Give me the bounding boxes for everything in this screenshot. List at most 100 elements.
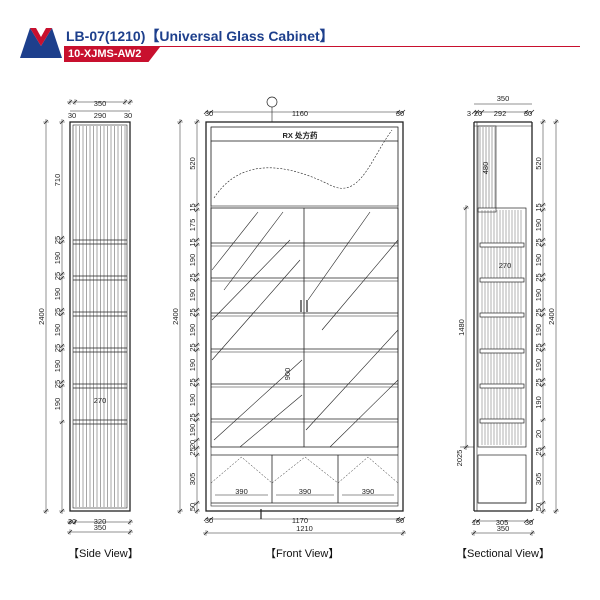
front-section-dim-label: 25 xyxy=(188,413,197,421)
dimension-tick xyxy=(479,109,485,115)
front-drawer-width-label: 390 xyxy=(299,487,312,496)
sect-section-dim-label: 25 xyxy=(534,308,543,316)
dimension-tick xyxy=(475,518,481,524)
sect-base-label: 2025 xyxy=(455,450,464,467)
side-section-dim-label: 190 xyxy=(53,324,62,337)
front-section-dim-label: 25 xyxy=(188,378,197,386)
front-section-dim-label: 15 xyxy=(188,238,197,246)
side-section-dim-label: 25 xyxy=(53,272,62,280)
front-glass-reflection xyxy=(211,211,259,271)
sect-section-dim-label: 15 xyxy=(534,203,543,211)
sect-inner-height-dim-label: 1480 xyxy=(457,319,466,336)
side-top-dim-label: 290 xyxy=(94,111,107,120)
front-wave-decoration xyxy=(213,129,393,199)
side-bottom-dim-label: 320 xyxy=(94,517,107,526)
front-section-dim-label: 520 xyxy=(188,157,197,170)
dimension-tick xyxy=(208,109,214,115)
front-drawer-swing xyxy=(337,456,399,484)
front-width-dim-label: 1210 xyxy=(296,524,313,533)
sect-upper-inner-label: 480 xyxy=(481,162,490,175)
side-top-dim-label: 30 xyxy=(68,111,76,120)
front-top-dim-label: 30 xyxy=(205,109,213,118)
side-shelf-depth-label: 270 xyxy=(94,396,107,405)
front-section-dim-label: 25 xyxy=(188,447,197,455)
front-drawer-width-label: 390 xyxy=(362,487,375,496)
sect-shelf xyxy=(479,348,525,354)
front-glass-reflection xyxy=(213,359,303,441)
sect-shelf-area xyxy=(477,207,527,448)
front-drawer-swing xyxy=(271,456,339,484)
front-section-dim-label: 305 xyxy=(188,473,197,486)
front-glass-reflection xyxy=(211,239,291,321)
front-top-dim-label: 1160 xyxy=(292,109,308,118)
front-drawer-width-label: 390 xyxy=(235,487,248,496)
side-width-label: 350 xyxy=(94,99,107,108)
sect-section-dim-label: 50 xyxy=(534,503,543,511)
dimension-tick xyxy=(529,518,535,524)
dimension-tick xyxy=(203,109,209,115)
front-glass-reflection xyxy=(223,211,284,291)
front-glass-reflection xyxy=(239,394,303,448)
dimension-tick xyxy=(471,109,477,115)
dimension-tick xyxy=(474,109,480,115)
side-section-dim-label: 190 xyxy=(53,288,62,301)
dimension-tick xyxy=(203,516,209,522)
front-section-dim-label: 190 xyxy=(188,289,197,302)
header: LB-07(1210)【Universal Glass Cabinet】 10-… xyxy=(0,0,600,70)
sect-section-dim-label: 25 xyxy=(534,378,543,386)
sect-top-dim-label: 292 xyxy=(494,109,507,118)
front-section-dim-label: 20 xyxy=(188,440,197,448)
front-bottom-dim-label: 1170 xyxy=(292,516,308,525)
front-cabinet-outline xyxy=(205,121,404,512)
dimension-tick xyxy=(400,516,406,522)
sect-section-dim-label: 190 xyxy=(534,219,543,232)
sect-section-dim-label: 190 xyxy=(534,324,543,337)
header-divider xyxy=(64,46,580,47)
side-section-dim-label: 190 xyxy=(53,360,62,373)
side-section-dim-label: 190 xyxy=(53,398,62,411)
front-glass-reflection xyxy=(329,379,399,448)
front-drawer-swing xyxy=(210,456,273,484)
sect-section-dim-label: 25 xyxy=(534,447,543,455)
sect-top-dim-label: 30 xyxy=(524,109,532,118)
sect-section-dim-label: 20 xyxy=(534,430,543,438)
sect-section-dim-label: 190 xyxy=(534,289,543,302)
sect-top-dim-label: 20 xyxy=(474,109,482,118)
side-section-dim-label: 710 xyxy=(53,174,62,187)
side-width-bottom-dim-label: 350 xyxy=(94,523,107,532)
side-section-dim-label: 25 xyxy=(53,344,62,352)
front-lock-icon xyxy=(266,96,278,108)
front-section-dim-label: 190 xyxy=(188,254,197,267)
dimension-tick xyxy=(395,109,401,115)
front-section-dim-label: 175 xyxy=(188,219,197,232)
sect-section-dim-label: 190 xyxy=(534,396,543,409)
sect-shelf xyxy=(479,277,525,283)
sect-upper-box xyxy=(477,125,497,213)
front-glass-reflection xyxy=(211,259,301,361)
front-section-dim-label: 25 xyxy=(188,273,197,281)
front-cabinet-inner xyxy=(210,126,399,507)
side-top-dim-label: 30 xyxy=(124,111,132,120)
sect-shelf xyxy=(479,312,525,318)
front-bottom-dim-label: 30 xyxy=(205,516,213,525)
sect-shelf xyxy=(479,418,525,424)
sect-section-dim-label: 305 xyxy=(534,473,543,486)
dimension-tick xyxy=(471,518,477,524)
front-glass-area xyxy=(210,207,399,448)
sect-section-dim-label: 25 xyxy=(534,273,543,281)
sect-bottom-dim-label: 305 xyxy=(496,518,509,527)
dimension-tick xyxy=(523,109,529,115)
front-section-dim-label: 50 xyxy=(188,503,197,511)
sect-width-label: 350 xyxy=(497,94,510,103)
sectional-view-caption: 【Sectional View】 xyxy=(456,548,550,560)
dimension-tick xyxy=(400,109,406,115)
brand-logo-icon xyxy=(20,28,62,58)
dimension-tick xyxy=(395,516,401,522)
front-glass-reflection xyxy=(305,329,399,431)
sect-height-dim-label: 2400 xyxy=(547,308,556,325)
front-upper-panel xyxy=(210,140,399,207)
